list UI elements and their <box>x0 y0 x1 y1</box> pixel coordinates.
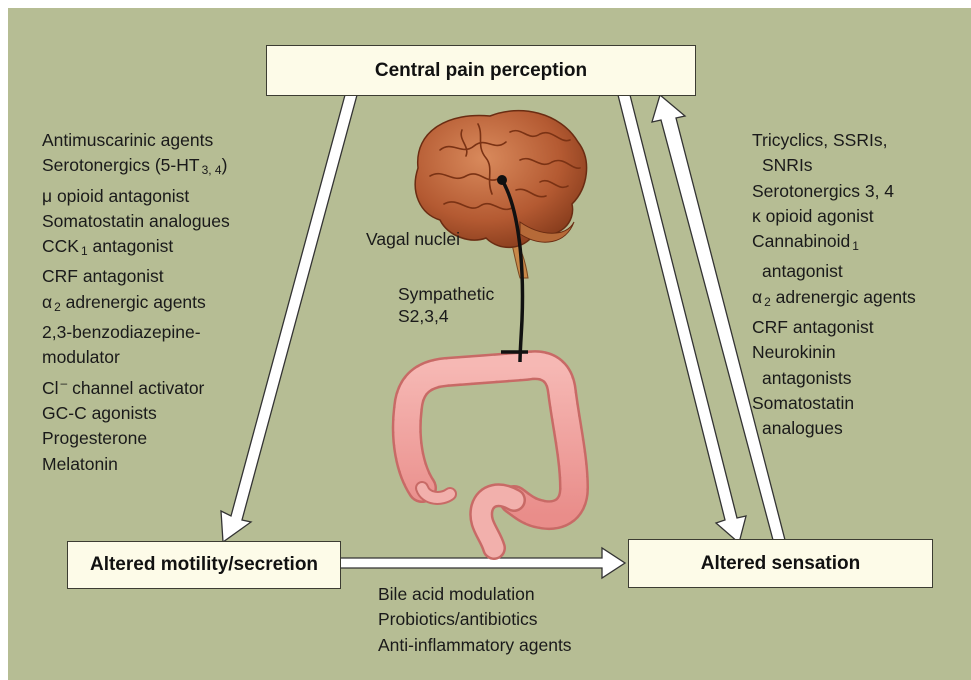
list-item: SNRIs <box>752 153 916 178</box>
list-item: CRF antagonist <box>752 315 916 340</box>
list-item: 2,3-benzodiazepine- <box>42 320 230 345</box>
motility-agents-list: Antimuscarinic agents Serotonergics (5-H… <box>42 128 230 477</box>
list-item: μ opioid antagonist <box>42 184 230 209</box>
central-pain-perception-label: Central pain perception <box>375 60 587 82</box>
list-item: Serotonergics 3, 4 <box>752 179 916 204</box>
sympathetic-label: Sympathetic S2,3,4 <box>398 283 494 327</box>
list-item: modulator <box>42 345 230 370</box>
central-pain-perception-box: Central pain perception <box>266 45 696 96</box>
altered-sensation-box: Altered sensation <box>628 539 933 588</box>
list-item: Tricyclics, SSRIs, <box>752 128 916 153</box>
brain-illustration <box>415 111 586 278</box>
list-item: Anti-inflammatory agents <box>378 633 572 658</box>
list-item: analogues <box>752 416 916 441</box>
list-item: Bile acid modulation <box>378 582 572 607</box>
altered-motility-box: Altered motility/secretion <box>67 541 341 589</box>
list-item: antagonist <box>752 259 916 284</box>
altered-sensation-label: Altered sensation <box>701 553 860 575</box>
list-item: Neurokinin <box>752 340 916 365</box>
list-item: Somatostatin <box>752 391 916 416</box>
list-item: CRF antagonist <box>42 264 230 289</box>
list-item: Antimuscarinic agents <box>42 128 230 153</box>
luminal-agents-list: Bile acid modulation Probiotics/antibiot… <box>378 582 572 658</box>
list-item: Melatonin <box>42 452 230 477</box>
list-item: Probiotics/antibiotics <box>378 607 572 632</box>
vagal-nucleus-dot <box>497 175 507 185</box>
altered-motility-label: Altered motility/secretion <box>90 554 318 576</box>
list-item: Somatostatin analogues <box>42 209 230 234</box>
arrow-left-to-right <box>340 548 625 578</box>
list-item: GC-C agonists <box>42 401 230 426</box>
vagal-nuclei-label: Vagal nuclei <box>366 228 460 250</box>
arrow-top-to-left <box>221 95 357 542</box>
list-item: antagonists <box>752 366 916 391</box>
list-item: Progesterone <box>42 426 230 451</box>
list-item: Cl– channel activator <box>42 371 230 401</box>
sensation-agents-list: Tricyclics, SSRIs, SNRIs Serotonergics 3… <box>752 128 916 442</box>
list-item: κ opioid agonist <box>752 204 916 229</box>
colon-illustration <box>407 365 574 548</box>
